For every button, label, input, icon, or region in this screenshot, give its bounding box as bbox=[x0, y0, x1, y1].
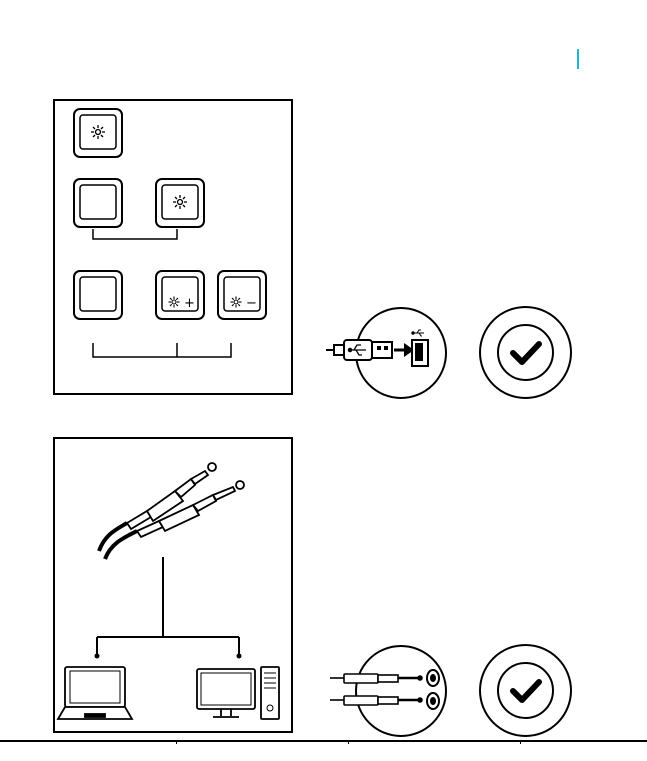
usb-port-icon bbox=[408, 328, 432, 370]
lighting-keys-diagram: + − bbox=[55, 101, 291, 393]
backlight-key-right bbox=[156, 179, 204, 227]
brightness-down-key: − bbox=[218, 271, 266, 319]
footer-tick bbox=[520, 740, 521, 744]
combo-bracket-2 bbox=[93, 343, 231, 357]
fn-key-bottom-left bbox=[74, 271, 122, 319]
checkmark-icon bbox=[510, 678, 542, 704]
combo-bracket-1 bbox=[93, 229, 177, 239]
laptop-icon bbox=[58, 667, 132, 719]
footer-tick bbox=[176, 740, 177, 744]
minus-label: − bbox=[246, 296, 257, 311]
fn-key-left bbox=[74, 179, 122, 227]
audio-devices-panel bbox=[53, 437, 293, 733]
audio-jack-cable-icon bbox=[99, 463, 244, 559]
footer-rule bbox=[0, 740, 647, 742]
audio-ports-icon bbox=[424, 669, 444, 713]
brightness-up-key: + bbox=[156, 271, 204, 319]
backlight-key-top bbox=[74, 109, 122, 157]
page-marker bbox=[577, 49, 579, 69]
lighting-keys-panel: + − bbox=[53, 99, 293, 395]
audio-devices-diagram bbox=[55, 439, 291, 731]
plus-label: + bbox=[184, 296, 195, 311]
footer-tick bbox=[348, 740, 349, 744]
split-connector bbox=[97, 557, 239, 655]
desktop-pc-icon bbox=[197, 667, 279, 719]
checkmark-icon bbox=[510, 340, 542, 366]
